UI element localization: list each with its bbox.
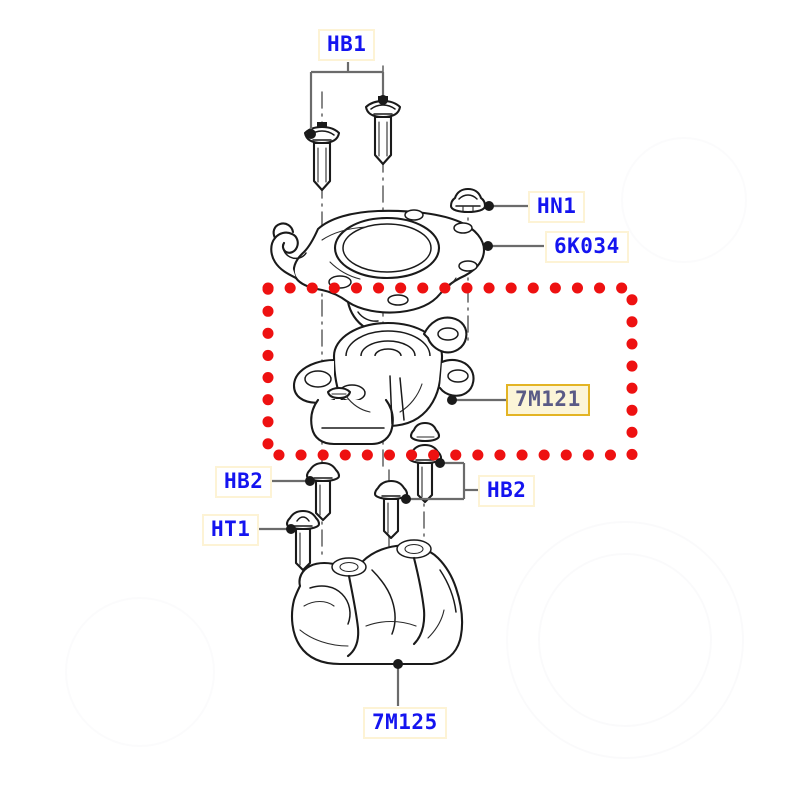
callout-label-ht1[interactable]: HT1 xyxy=(202,514,260,546)
bolt-hb2-right-lower xyxy=(373,479,409,540)
part-7m121-engine-mount-bracket xyxy=(292,316,475,446)
leader-hb2-right xyxy=(401,458,478,504)
selection-highlight-box xyxy=(262,282,638,461)
leader-hn1 xyxy=(484,201,528,211)
background-watermark xyxy=(65,137,747,759)
callout-label-hb1[interactable]: HB1 xyxy=(318,29,376,61)
leader-lines xyxy=(258,62,544,706)
leader-hb1 xyxy=(306,62,388,139)
part-hb2-ht1-lower-bolts xyxy=(285,443,443,572)
leader-hb2-left xyxy=(272,476,315,486)
part-6k034-upper-bracket xyxy=(270,209,486,334)
part-hn1-hex-nut xyxy=(449,187,487,214)
callout-label-7m125[interactable]: 7M125 xyxy=(363,707,447,739)
bolt-hb1-right xyxy=(364,96,402,166)
bolt-ht1 xyxy=(285,509,321,572)
callout-label-hn1[interactable]: HN1 xyxy=(528,191,586,223)
part-hb1-upper-bolts xyxy=(303,96,402,192)
mount-bolt-detail xyxy=(326,386,352,400)
mount-nut-detail xyxy=(409,421,441,443)
bolt-hb2-left xyxy=(305,461,341,522)
callout-label-6k034[interactable]: 6K034 xyxy=(545,231,629,263)
leader-7m121 xyxy=(447,395,506,405)
leader-6k034 xyxy=(483,241,544,251)
bolt-hb1-left xyxy=(303,122,341,192)
callout-label-hb2-left[interactable]: HB2 xyxy=(215,466,273,498)
callout-label-7m121-selected[interactable]: 7M121 xyxy=(506,384,590,416)
callout-label-hb2-right[interactable]: HB2 xyxy=(478,475,536,507)
leader-7m125 xyxy=(393,659,403,706)
part-7m125-support-bracket xyxy=(290,539,464,666)
leader-ht1 xyxy=(258,524,296,534)
